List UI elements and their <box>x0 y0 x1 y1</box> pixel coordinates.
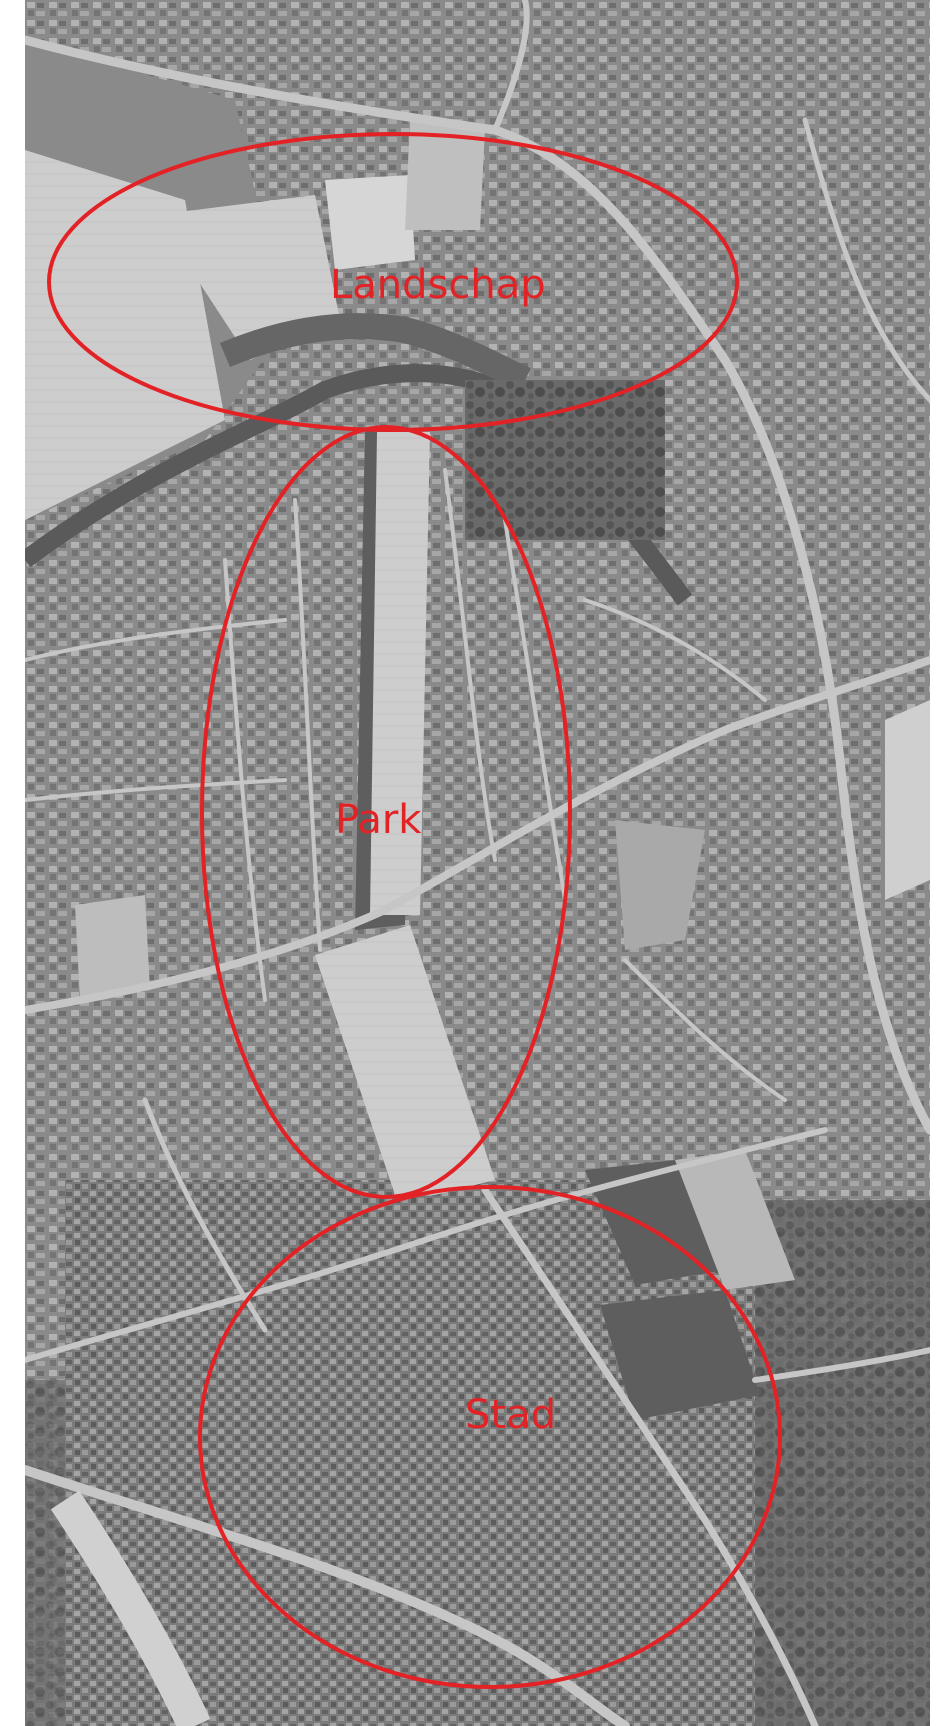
park-outline <box>200 425 572 1199</box>
region-label-stad: Stad <box>465 1392 556 1438</box>
aerial-map: Landschap Park Stad <box>25 0 930 1726</box>
region-label-park: Park <box>335 797 422 843</box>
aerial-photo <box>25 0 930 1726</box>
region-label-landschap: Landschap <box>330 262 546 308</box>
landschap-outline <box>47 132 739 432</box>
stad-outline <box>198 1185 782 1689</box>
